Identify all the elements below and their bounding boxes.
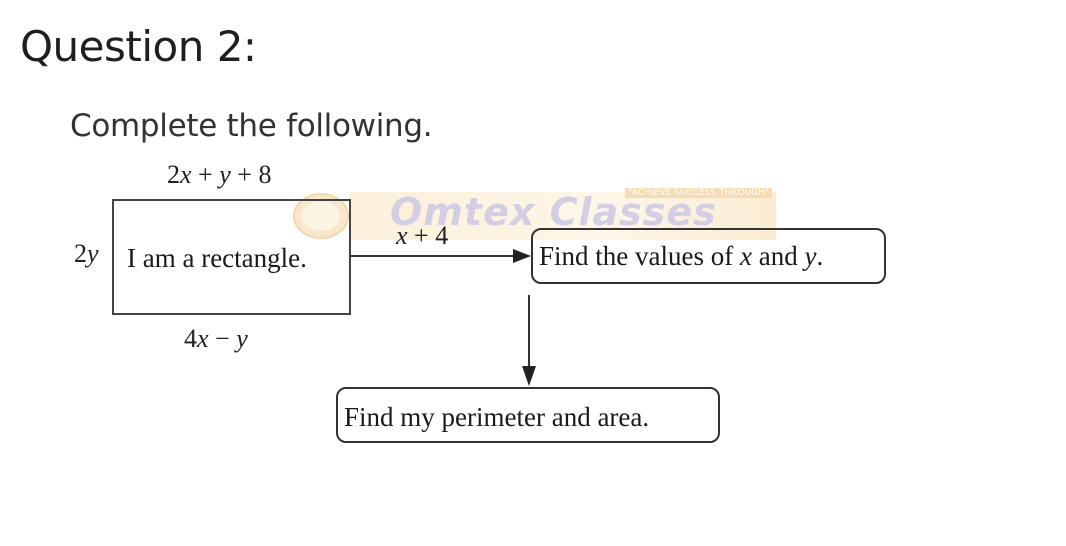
- top-num2: 8: [258, 160, 272, 189]
- find-values-box: Find the values of x and y.: [531, 228, 886, 284]
- rectangle-left-side-label: 2y: [74, 239, 99, 269]
- find-values-prefix: Find the values of: [539, 241, 740, 271]
- rectangle-text: I am a rectangle.: [127, 243, 307, 273]
- arrow-label-num: 4: [435, 221, 449, 250]
- arrow-label: x + 4: [396, 221, 448, 251]
- find-values-var1: x: [739, 241, 752, 271]
- find-perimeter-text: Find my perimeter and area.: [344, 402, 650, 432]
- rectangle-top-side-label: 2x + y + 8: [167, 160, 271, 190]
- arrow-label-var: x: [396, 221, 408, 250]
- find-perimeter-box: Find my perimeter and area.: [336, 387, 720, 443]
- find-values-mid: and: [751, 241, 805, 271]
- arrow-label-op: +: [407, 221, 436, 250]
- top-var2: y: [219, 160, 231, 189]
- watermark-band: [350, 192, 776, 240]
- top-op2: +: [230, 160, 259, 189]
- left-var: y: [87, 239, 99, 268]
- question-heading: Question 2:: [20, 22, 257, 71]
- bottom-num: 4: [184, 324, 197, 353]
- bottom-op: −: [208, 324, 237, 353]
- watermark-brand: Omtex Classes: [390, 190, 717, 234]
- find-values-var2: y: [804, 241, 817, 271]
- bottom-var2: y: [236, 324, 248, 353]
- arrow-right-head: [513, 249, 531, 263]
- find-values-suffix: .: [816, 241, 824, 271]
- watermark: Omtex Classes "ACHIEVE SUCCESS THROUGH": [290, 186, 776, 246]
- omtex-logo-icon: [293, 193, 349, 239]
- top-op1: +: [191, 160, 220, 189]
- top-var1: x: [180, 160, 192, 189]
- left-num: 2: [74, 239, 87, 268]
- rectangle-shape: [112, 199, 351, 315]
- top-num1: 2: [167, 160, 180, 189]
- arrow-down-head: [522, 366, 536, 386]
- rectangle-bottom-side-label: 4x − y: [184, 324, 248, 354]
- bottom-var1: x: [197, 324, 209, 353]
- question-instruction: Complete the following.: [70, 108, 433, 144]
- watermark-tagline: "ACHIEVE SUCCESS THROUGH": [624, 188, 772, 198]
